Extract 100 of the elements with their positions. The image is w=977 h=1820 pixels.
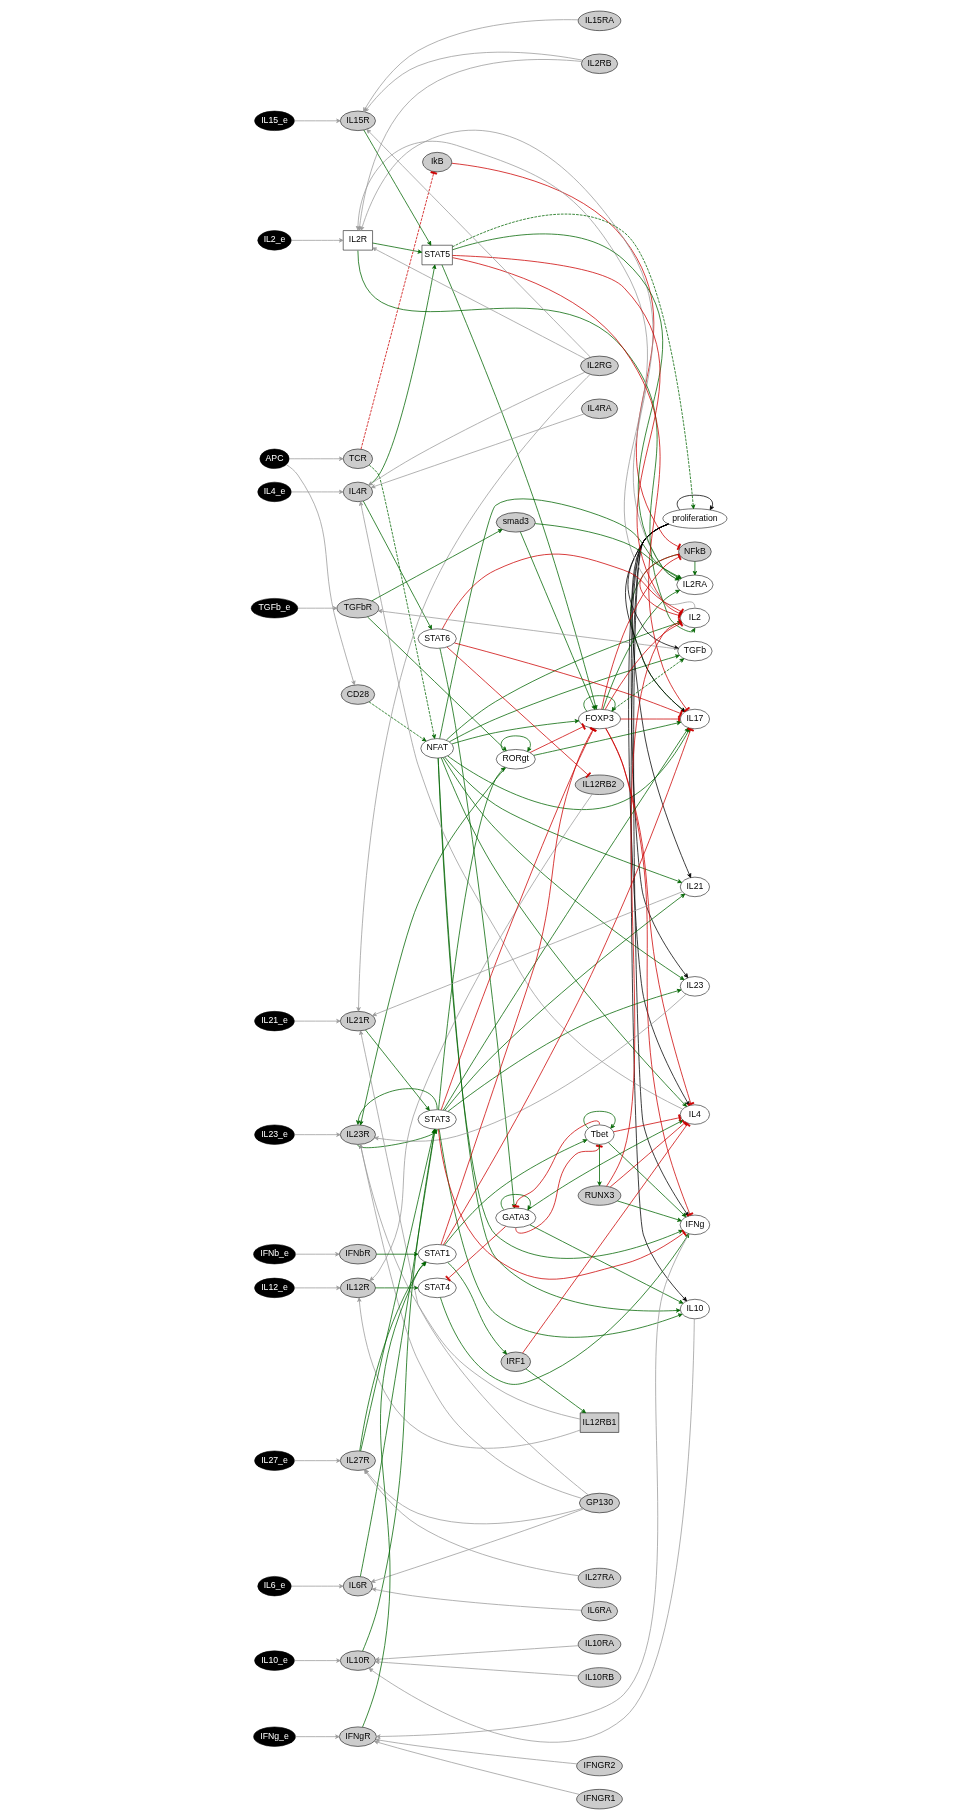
- arrow: [290, 238, 343, 243]
- node-ellipse: IL2RB: [580, 53, 618, 74]
- arrow: [368, 1318, 695, 1743]
- arrow: [362, 129, 431, 246]
- arrow: [371, 242, 422, 254]
- node-ellipse: IL27R: [339, 1450, 376, 1471]
- arrow: [294, 1734, 340, 1739]
- connector: [440, 727, 596, 1245]
- connector: [440, 727, 597, 1111]
- node-ellipse: IL2_e: [256, 230, 292, 251]
- arrow: [438, 1128, 683, 1338]
- node-ellipse: TGFbR: [336, 598, 379, 619]
- arrow: [297, 606, 337, 611]
- arrow: [610, 658, 684, 712]
- node-ellipse: IL23_e: [253, 1124, 295, 1145]
- arrow: [366, 616, 507, 751]
- arrow: [288, 456, 343, 461]
- node-ellipse: TCR: [342, 448, 373, 469]
- arrow: [370, 1508, 584, 1583]
- connector: [446, 646, 591, 779]
- arrow: [444, 893, 685, 1111]
- arrow: [375, 1738, 577, 1765]
- arrow: [500, 735, 531, 752]
- node-ellipse: IL4RA: [580, 398, 618, 419]
- arrow: [293, 1132, 341, 1137]
- node-box: IL2R: [342, 230, 373, 251]
- arrow: [443, 756, 682, 884]
- arrow: [607, 1142, 686, 1218]
- arrow: [355, 1088, 438, 1125]
- arrow: [367, 371, 585, 486]
- node-ellipse: RUNX3: [577, 1185, 621, 1206]
- arrow: [451, 719, 579, 745]
- connector: [444, 1226, 506, 1282]
- node-ellipse: IL15RA: [577, 10, 621, 31]
- arrow: [447, 988, 681, 1112]
- arrow: [285, 464, 355, 686]
- node-ellipse: IL27RA: [577, 1567, 621, 1589]
- connector: [360, 171, 437, 450]
- arrow: [294, 1252, 340, 1257]
- arrow: [374, 1285, 418, 1290]
- arrow: [364, 1029, 430, 1111]
- arrow: [439, 647, 516, 1209]
- node-ellipse: IFNg_e: [252, 1726, 296, 1747]
- node-ellipse: IL6RA: [580, 1601, 618, 1622]
- arrow: [582, 1110, 616, 1129]
- node-ellipse: IL10RB: [577, 1667, 621, 1688]
- node-ellipse: IFNGR2: [575, 1755, 623, 1777]
- node-ellipse: IL21_e: [253, 1011, 295, 1032]
- arrow: [362, 500, 432, 630]
- arrow: [374, 1645, 579, 1662]
- node-ellipse: STAT6: [417, 628, 457, 649]
- arrow: [525, 1368, 586, 1414]
- arrow: [356, 374, 590, 1012]
- arrow: [358, 1144, 581, 1420]
- node-ellipse: IL27_e: [253, 1450, 295, 1471]
- arrow: [529, 1224, 683, 1304]
- node-ellipse: TGFb_e: [250, 598, 298, 619]
- arrow: [451, 213, 695, 510]
- node-ellipse: CD28: [340, 684, 375, 705]
- arrow: [368, 701, 426, 742]
- connector: [529, 723, 586, 753]
- node-ellipse: IL23R: [339, 1124, 376, 1145]
- arrow: [532, 721, 681, 756]
- arrow: [357, 250, 695, 633]
- arrow: [443, 1139, 587, 1246]
- node-ellipse: IL12_e: [253, 1277, 295, 1298]
- arrow: [368, 264, 436, 486]
- arrow: [370, 413, 584, 489]
- arrow: [293, 1019, 341, 1024]
- arrow: [374, 1659, 579, 1677]
- arrow: [692, 561, 697, 576]
- arrow: [371, 891, 682, 1017]
- node-ellipse: IFNGR1: [575, 1789, 623, 1810]
- arrow: [442, 757, 684, 981]
- node-ellipse: GP130: [578, 1493, 620, 1514]
- node-ellipse: IL15_e: [253, 110, 295, 131]
- arrow: [293, 1285, 341, 1290]
- arrow: [356, 1297, 580, 1449]
- node-ellipse: IL4_e: [256, 481, 292, 502]
- arrow: [358, 1144, 582, 1499]
- arrow: [373, 1740, 580, 1795]
- node-ellipse: proliferation: [662, 508, 727, 529]
- arrow: [369, 793, 593, 1281]
- arrow: [293, 1658, 341, 1663]
- node-ellipse: IFNbR: [338, 1244, 377, 1265]
- arrow: [370, 529, 502, 602]
- arrow: [293, 1458, 341, 1463]
- node-ellipse: IL6_e: [256, 1576, 292, 1597]
- connector: [451, 162, 681, 551]
- arrow: [293, 118, 341, 123]
- arrow: [375, 1252, 418, 1257]
- node-ellipse: IFNb_e: [252, 1244, 296, 1265]
- arrow: [500, 1194, 532, 1211]
- arrow: [616, 1200, 682, 1222]
- arrow: [366, 129, 591, 358]
- arrow: [371, 1587, 582, 1611]
- connector: [453, 642, 683, 717]
- node-ellipse: IL15R: [339, 110, 376, 131]
- node-ellipse: STAT3: [417, 1109, 457, 1130]
- node-ellipse: IL10_e: [253, 1650, 295, 1671]
